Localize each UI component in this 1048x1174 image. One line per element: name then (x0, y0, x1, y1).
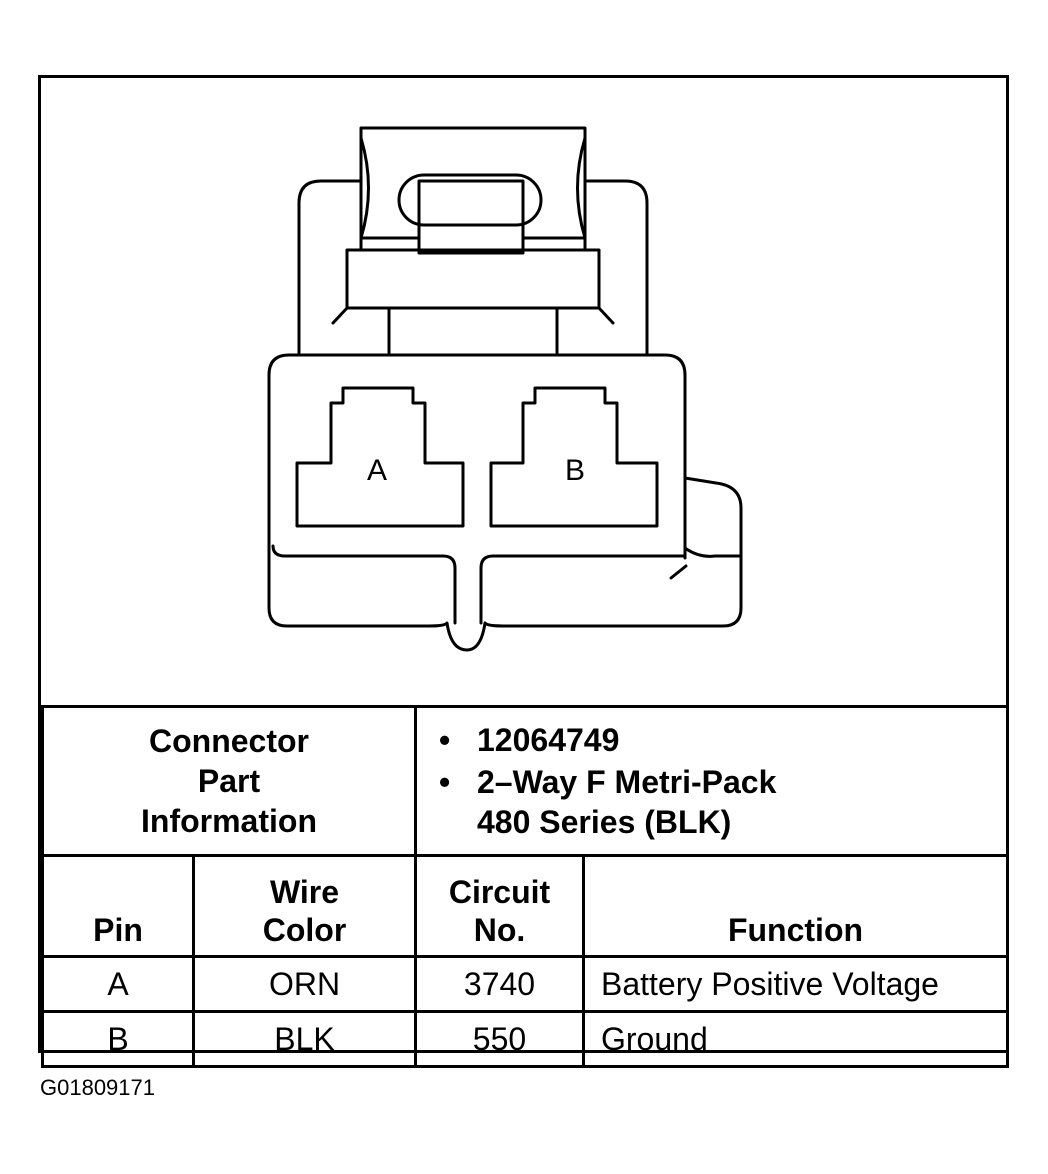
figure-id: G01809171 (40, 1075, 155, 1100)
pin-row: B BLK 550 Ground (41, 1010, 1009, 1068)
header-circuit-no: Circuit No. (414, 854, 585, 958)
circuit-cell: 550 (414, 1010, 585, 1068)
pin-cell: A (41, 955, 195, 1013)
cavity-b: B (489, 386, 659, 528)
lock-tab (359, 126, 587, 255)
connector-front-face (267, 353, 743, 652)
connector-rear-body (297, 179, 649, 357)
connector-drawing: A B (267, 126, 743, 652)
circuit-cell: 3740 (414, 955, 585, 1013)
header-pin: Pin (41, 854, 195, 958)
part-info-row: Connector Part Information • 12064749 • … (41, 705, 1009, 857)
connector-info-table: Connector Part Information • 12064749 • … (41, 705, 1009, 1068)
cavity-label-b: B (565, 454, 585, 487)
part-info-label: Connector Part Information (41, 705, 417, 857)
header-wire-color: Wire Color (192, 854, 417, 958)
pin-cell: B (41, 1010, 195, 1068)
header-function: Function (582, 854, 1009, 958)
function-cell: Ground (582, 1010, 1009, 1068)
wire-color-cell: ORN (192, 955, 417, 1013)
diagram-frame: A B Connector Part Information • 1206474… (38, 75, 1009, 1068)
part-info-values: • 12064749 • 2–Way F Metri-Pack 480 Seri… (414, 705, 1009, 857)
connector-type-item: • 2–Way F Metri-Pack 480 Series (BLK) (439, 764, 777, 840)
pin-row: A ORN 3740 Battery Positive Voltage (41, 955, 1009, 1013)
wire-color-cell: BLK (192, 1010, 417, 1068)
cavity-label-a: A (367, 454, 387, 487)
cavity-a: A (295, 386, 465, 528)
pin-table-header: Pin Wire Color Circuit No. Function (41, 854, 1009, 958)
part-number-item: • 12064749 (439, 722, 620, 758)
function-cell: Battery Positive Voltage (582, 955, 1009, 1013)
